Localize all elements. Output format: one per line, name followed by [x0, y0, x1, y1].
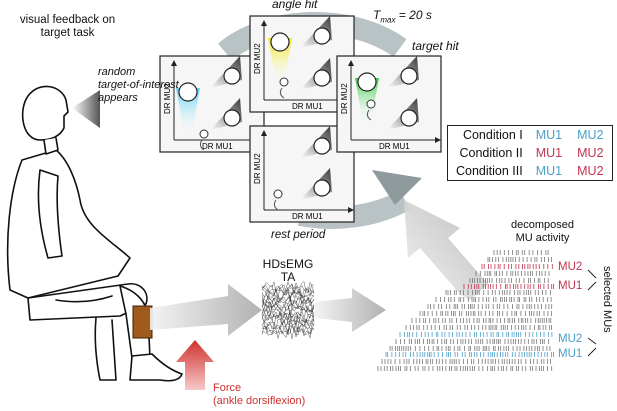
panel-random-target: DR MU1 DR MU2	[159, 55, 265, 153]
raster-label-red-bottom: MU1	[558, 280, 583, 292]
muscle-label: TA	[280, 270, 296, 284]
random-target-label: random target-of-interest appears	[98, 66, 179, 104]
selected-mus-label: selected MUs	[601, 266, 613, 333]
human-seated-figure	[6, 85, 183, 382]
condition-x-mu: MU1	[535, 128, 563, 142]
emg-signal-block	[261, 281, 315, 340]
axis-y-label: DR MU2	[253, 153, 262, 184]
flow-arrow-2	[315, 288, 386, 332]
condition-y-mu: MU2	[577, 164, 604, 178]
axis-y-label: DR MU2	[163, 83, 172, 114]
condition-name: Condition I	[462, 128, 523, 142]
condition-row: Condition II MU1 MU2	[448, 144, 613, 162]
force-label: Force	[213, 382, 242, 394]
electrode-patch	[132, 305, 153, 339]
force-arrow-icon	[176, 340, 214, 390]
flow-arrow-1	[150, 284, 262, 336]
condition-y-mu: MU2	[577, 128, 604, 142]
axis-x-label: DR MU1	[202, 142, 233, 151]
condition-row: Condition I MU1 MU2	[448, 126, 613, 145]
raster-label-blue-top: MU2	[558, 333, 583, 345]
eye-cone	[72, 90, 100, 128]
axis-x-label: DR MU1	[292, 102, 323, 111]
condition-x-mu: MU1	[535, 146, 563, 160]
axis-x-label: DR MU1	[292, 212, 323, 221]
selected-bracket	[587, 269, 597, 357]
angle-hit-label: angle hit	[272, 0, 318, 11]
condition-y-mu: MU2	[577, 146, 604, 160]
rest-period-label: rest period	[271, 229, 326, 241]
condition-name: Condition III	[456, 164, 523, 178]
axis-x-label: DR MU1	[379, 142, 410, 151]
decomposed-label: decomposed MU activity	[511, 219, 574, 244]
axis-y-label: DR MU2	[253, 43, 262, 74]
hdsemg-label: HDsEMG	[262, 257, 314, 271]
flow-arrow-up	[404, 200, 488, 300]
target-hit-label: target hit	[412, 39, 459, 53]
raster-label-red-top: MU2	[558, 261, 583, 273]
raster-label-blue-bottom: MU1	[558, 348, 583, 360]
condition-x-mu: MU1	[535, 164, 563, 178]
condition-row: Condition III MU1 MU2	[448, 162, 613, 181]
visual-feedback-label: visual feedback on target task	[19, 14, 116, 39]
panel-target-hit: DR MU1 DR MU2	[336, 55, 442, 153]
axis-y-label: DR MU2	[340, 83, 349, 114]
condition-name: Condition II	[459, 146, 523, 160]
force-detail-label: (ankle dorsiflexion)	[213, 395, 306, 407]
spike-raster	[377, 250, 554, 371]
tmax-label: Tmax = 20 s	[373, 8, 432, 25]
